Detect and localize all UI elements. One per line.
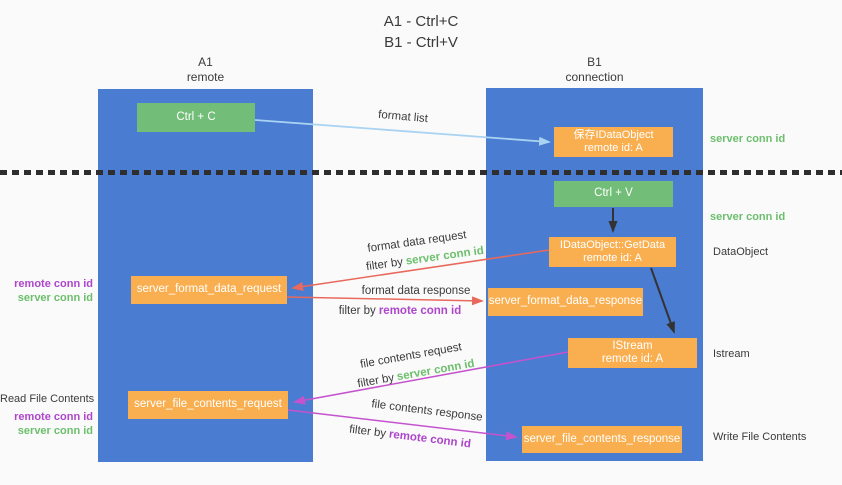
istream-label: Istream: [713, 348, 750, 360]
conn-id-stack-file: remote conn id server conn id: [0, 410, 93, 438]
column-header-b1: B1 connection: [486, 55, 703, 85]
file-contents-response-label: file contents response: [370, 398, 484, 424]
server-format-data-request-box: server_format_data_request: [131, 276, 287, 304]
dataobject-label: DataObject: [713, 246, 769, 258]
server-format-data-response-box: server_format_data_response: [488, 288, 643, 316]
filter-by-text: filter by: [348, 423, 387, 441]
ctrl-c-box: Ctrl + C: [137, 103, 255, 132]
getdata-line1: IDataObject::GetData: [559, 238, 666, 251]
ctrl-v-box: Ctrl + V: [554, 181, 673, 207]
file-response-label: server_file_contents_response: [523, 432, 681, 445]
column-a1-name: A1: [198, 55, 213, 69]
save-dataobject-line1: 保存IDataObject: [573, 128, 654, 141]
save-dataobject-line2: remote id: A: [584, 142, 643, 154]
idataobject-getdata-box: IDataObject::GetData remote id: A: [549, 237, 676, 267]
format-data-response-label: format data response: [361, 285, 471, 297]
remote-conn-id-label-file: remote conn id: [14, 411, 93, 423]
arrow-format-data-response: [286, 296, 484, 306]
save-dataobject-box: 保存IDataObject remote id: A: [554, 127, 673, 157]
server-conn-id-label-format: server conn id: [17, 292, 93, 304]
getdata-line2: remote id: A: [583, 252, 642, 264]
column-b1-subtitle: connection: [565, 70, 624, 84]
istream-line1: IStream: [612, 339, 653, 352]
column-a1-subtitle: remote: [186, 70, 225, 84]
format-list-label: format list: [377, 108, 429, 126]
conn-id-stack-format: remote conn id server conn id: [0, 277, 93, 305]
diagram-title: A1 - Ctrl+C B1 - Ctrl+V: [0, 11, 842, 53]
remote-conn-id-label-format: remote conn id: [14, 278, 93, 290]
write-file-contents-label: Write File Contents: [713, 431, 807, 443]
server-conn-id-text: server conn id: [405, 244, 485, 268]
column-header-a1: A1 remote: [98, 55, 313, 85]
ctrl-v-label: Ctrl + V: [594, 187, 633, 200]
column-b1-name: B1: [587, 55, 602, 69]
title-line-1: A1 - Ctrl+C: [383, 13, 459, 30]
format-request-label: server_format_data_request: [136, 283, 282, 296]
istream-line2: remote id: A: [601, 353, 664, 365]
server-file-contents-request-box: server_file_contents_request: [128, 391, 288, 419]
istream-box: IStream remote id: A: [568, 338, 697, 368]
filter-by-text: filter by: [356, 371, 396, 391]
dashed-divider-line: [0, 170, 842, 175]
remote-conn-id-text: remote conn id: [378, 305, 462, 317]
file-request-label: server_file_contents_request: [134, 398, 282, 411]
filter-by-text: filter by: [338, 305, 376, 317]
server-file-contents-response-box: server_file_contents_response: [522, 426, 682, 453]
format-response-label: server_format_data_response: [488, 295, 643, 308]
ctrl-c-label: Ctrl + C: [176, 110, 216, 123]
filter-by-text: filter by: [365, 256, 404, 274]
title-line-2: B1 - Ctrl+V: [384, 34, 458, 51]
server-conn-id-label-top-right: server conn id: [710, 133, 786, 145]
read-file-contents-label: Read File Contents: [0, 393, 95, 405]
server-conn-id-label-mid-right: server conn id: [710, 211, 786, 223]
server-conn-id-label-file: server conn id: [17, 425, 93, 437]
remote-conn-id-text: remote conn id: [388, 428, 472, 451]
